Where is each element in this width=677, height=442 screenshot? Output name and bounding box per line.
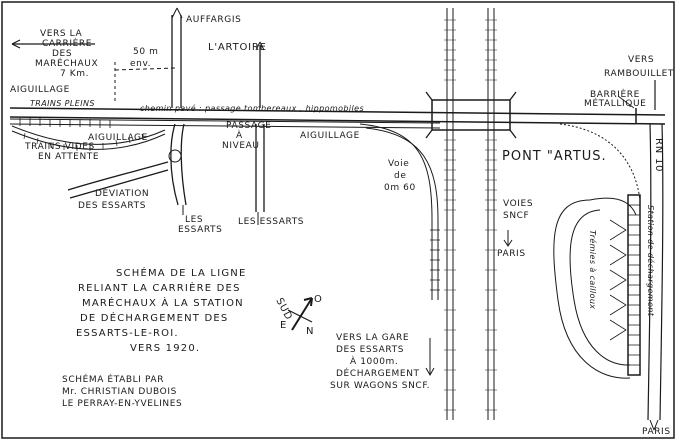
title-line-3: MARÉCHAUX À LA STATION: [82, 296, 244, 309]
label-pont-artus: PONT "ARTUS.: [502, 149, 607, 164]
title-line-1: SCHÉMA DE LA LIGNE: [116, 266, 247, 279]
hoppers: [609, 219, 627, 341]
label-carriere-4: MARÉCHAUX: [35, 57, 98, 69]
rail-branch-south-2: [365, 127, 439, 300]
rail-ties-main: [19, 118, 111, 128]
paved-road-top-edge: [9, 107, 666, 116]
road-essarts-left: [170, 123, 179, 206]
compass-e: E: [280, 320, 287, 331]
gare-line-2: DES ESSARTS: [336, 345, 404, 355]
label-station: Station de déchargement: [646, 205, 656, 317]
label-chemin: chemin pavé : passage tombereaux , hippo…: [140, 103, 364, 113]
compass-n: N: [306, 326, 314, 337]
rn10-road-2: [659, 123, 664, 421]
label-carriere-1: VERS LA: [40, 29, 82, 39]
loop-top: [589, 197, 637, 216]
label-rambouillet-2: RAMBOUILLET: [604, 69, 674, 79]
compass-o: O: [314, 294, 323, 305]
label-aiguillage-right: AIGUILLAGE: [300, 131, 360, 141]
label-paris-bottom: PARIS: [642, 427, 671, 437]
credit-line-3: LE PERRAY-EN-YVELINES: [62, 399, 182, 409]
loop-inner: [569, 209, 631, 366]
sncf-tracks: [446, 8, 495, 420]
label-aiguillage-mid: AIGUILLAGE: [88, 133, 148, 143]
siding-track-2: [11, 130, 166, 150]
arrow-gare: [425, 338, 435, 377]
roundabout: [168, 149, 182, 163]
arrowhead-auffargis: [171, 7, 183, 19]
label-rambouillet-1: VERS: [628, 55, 654, 65]
label-paris-mid: PARIS: [497, 249, 526, 259]
arrow-paris-mid: [503, 230, 513, 247]
gare-line-3: À 1000m.: [350, 355, 398, 367]
label-rn10: RN 10: [653, 138, 664, 172]
road-deviation: [67, 161, 169, 191]
rail-branch-south: [359, 123, 433, 300]
label-carriere-3: DES: [52, 49, 72, 59]
compass-rose: [287, 297, 313, 331]
label-voie-2: de: [394, 171, 406, 181]
rn10-road: [647, 123, 652, 421]
label-trains-pleins: TRAINS PLEINS: [30, 99, 95, 108]
label-auffargis: AUFFARGIS: [186, 15, 241, 25]
gare-line-1: VERS LA GARE: [336, 333, 409, 343]
label-barriere-1: BARRIÈRE: [590, 88, 640, 100]
label-voies-sncf-1: VOIES: [503, 199, 533, 209]
label-tremies: Trémies à cailloux: [588, 230, 598, 309]
label-lartoire: L'ARTOIRE: [208, 42, 267, 53]
pont-artus-bridge: [431, 99, 511, 131]
label-passage-1: PASSAGE: [226, 121, 271, 131]
siding-track: [11, 125, 166, 146]
loop-outer: [553, 199, 631, 379]
label-barriere-2: MÉTALLIQUE: [584, 97, 646, 109]
label-voies-sncf-2: SNCF: [503, 211, 529, 221]
label-passage-2: À: [236, 129, 243, 141]
narrow-gauge-rail: [9, 118, 441, 124]
paved-road-bottom-edge: [9, 116, 666, 125]
arrowhead-carriere: [11, 39, 21, 49]
branch-ties: [430, 229, 440, 291]
label-trains-vides-1: TRAINS VIDES: [24, 142, 95, 152]
arrowhead-paris-bottom: [649, 419, 659, 431]
arrowhead-artoire: [255, 41, 265, 51]
label-les-essarts-1a: LES: [185, 215, 203, 225]
label-carriere-2: CARRIÈRE: [42, 37, 92, 49]
label-carriere-5: 7 Km.: [60, 69, 89, 79]
label-deviation-1: DÉVIATION: [95, 187, 149, 199]
road-essarts-left-2: [180, 123, 187, 206]
siding-ties: [23, 132, 144, 151]
label-aiguillage-left: AIGUILLAGE: [10, 85, 70, 95]
bridge-wings: [425, 91, 517, 139]
label-passage-3: NIVEAU: [222, 141, 260, 151]
label-les-essarts-1b: ESSARTS: [178, 225, 222, 235]
station-ties: [628, 204, 640, 366]
gare-line-4: DÉCHARGEMENT: [336, 367, 420, 379]
label-50m: 50 m: [133, 47, 158, 57]
title-line-4: DE DÉCHARGEMENT DES: [80, 311, 228, 324]
dimension-50m: [114, 67, 176, 71]
label-les-essarts-2: LES ESSARTS: [238, 217, 304, 227]
title-line-6: VERS 1920.: [130, 343, 200, 354]
label-deviation-2: DES ESSARTS: [78, 201, 146, 211]
label-voie-1: Voie: [388, 159, 409, 169]
gare-line-5: SUR WAGONS SNCF.: [330, 381, 430, 391]
narrow-gauge-rail-2: [9, 123, 441, 129]
road-deviation-2: [69, 169, 169, 199]
label-voie-3: 0m 60: [384, 183, 416, 193]
label-trains-vides-2: EN ATTENTE: [38, 152, 99, 162]
label-env: env.: [130, 59, 151, 69]
title-line-5: ESSARTS-LE-ROI.: [76, 328, 179, 339]
credit-line-2: Mr. CHRISTIAN DUBOIS: [62, 387, 177, 397]
title-line-2: RELIANT LA CARRIÈRE DES: [78, 281, 241, 294]
credit-line-1: SCHÉMA ÉTABLI PAR: [62, 373, 164, 385]
sncf-ties: [444, 19, 497, 411]
barrier-leader: [617, 95, 635, 109]
compass-sud: SUD: [273, 296, 294, 322]
